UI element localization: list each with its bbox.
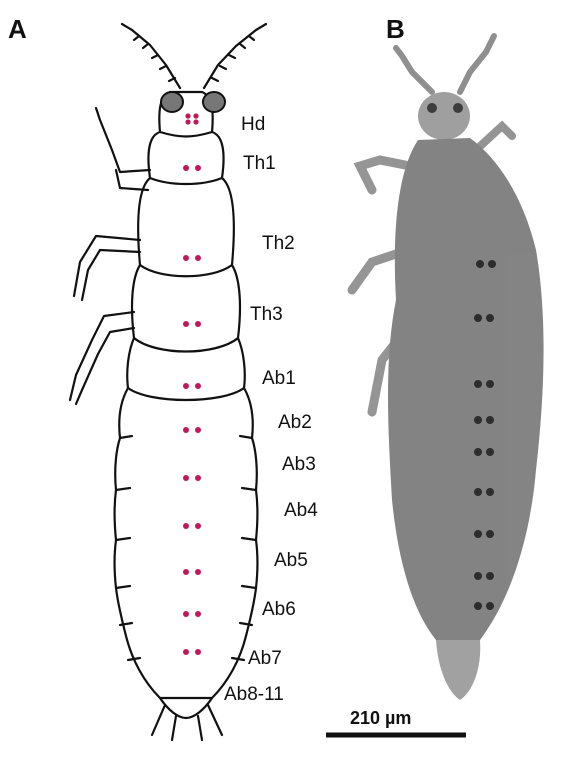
leg-1 xyxy=(96,108,150,190)
segment-label-ab2: Ab2 xyxy=(278,412,312,434)
segment-label-ab1: Ab1 xyxy=(262,368,296,390)
segment-label-ab7: Ab7 xyxy=(248,648,282,670)
segment-label-ab4: Ab4 xyxy=(284,500,318,522)
left-antenna xyxy=(122,24,180,88)
scale-bar-label: 210 µm xyxy=(350,708,411,729)
left-eye-icon xyxy=(161,92,183,112)
segment-label-th1: Th1 xyxy=(243,153,276,175)
leg-2 xyxy=(74,236,140,300)
segment-label-hd: Hd xyxy=(241,114,265,136)
segment-label-ab8-11: Ab8-11 xyxy=(224,684,284,706)
body-outline xyxy=(115,92,258,718)
segment-label-ab5: Ab5 xyxy=(274,550,308,572)
segment-label-th3: Th3 xyxy=(250,304,283,326)
segment-label-ab3: Ab3 xyxy=(282,454,316,476)
segment-label-ab6: Ab6 xyxy=(262,599,296,621)
right-eye-icon xyxy=(203,92,225,112)
segment-label-th2: Th2 xyxy=(262,233,295,255)
specimen-photo xyxy=(352,36,544,700)
leg-3 xyxy=(70,312,134,404)
